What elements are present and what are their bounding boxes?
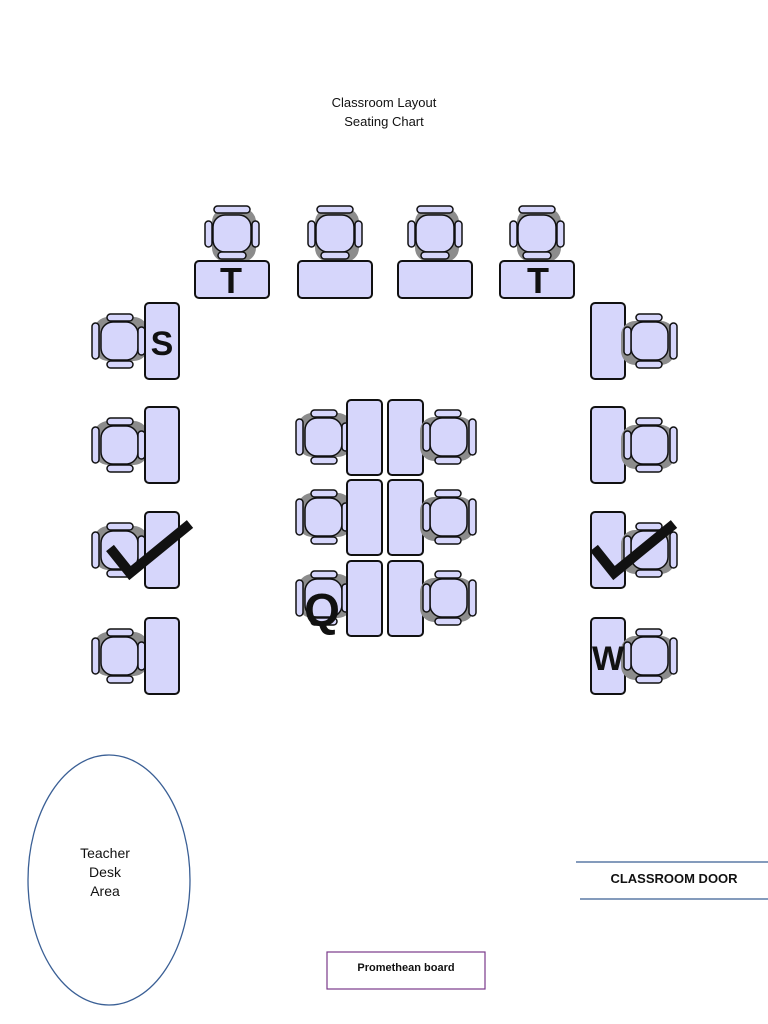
center-right-desk-3: [387, 560, 424, 637]
top-row-chair-1: [204, 205, 260, 262]
checkmark-left: [106, 520, 194, 581]
center-left-desk-1: [346, 399, 383, 476]
top-row-chair-4: [509, 205, 565, 262]
desk-label-top-right: T: [527, 260, 549, 301]
center-left-desk-3: [346, 560, 383, 637]
left-column-chair-1: [91, 313, 148, 369]
center-left-chair-2: [295, 489, 352, 545]
top-row-desk-2: [297, 260, 373, 299]
promethean-board: [326, 951, 486, 990]
center-left-chair-1: [295, 409, 352, 465]
left-column-desk-4: [144, 617, 180, 695]
right-column-chair-1: [621, 313, 678, 369]
center-right-desk-2: [387, 479, 424, 556]
left-column-desk-1: [144, 302, 180, 380]
left-column-desk-2: [144, 406, 180, 484]
center-left-desk-2: [346, 479, 383, 556]
teacher-label-line2: Desk: [89, 864, 121, 880]
chart-title: Classroom Layout: [331, 95, 437, 110]
checkmark-right: [590, 520, 678, 581]
top-row-chair-2: [307, 205, 363, 262]
center-right-chair-1: [420, 409, 477, 465]
right-column-desk-2: [590, 406, 626, 484]
left-column-chair-4: [91, 628, 148, 684]
teacher-label-line3: Area: [90, 883, 120, 899]
top-row-desk-1: [194, 260, 270, 299]
desk-label-right-w: W: [592, 640, 625, 678]
desk-label-left-first: S: [151, 325, 174, 363]
top-row-chair-3: [407, 205, 463, 262]
teacher-desk-area-label: Teacher Desk Area: [30, 844, 180, 901]
right-column-chair-4: [621, 628, 678, 684]
promethean-board-label: Promethean board: [357, 962, 455, 974]
desk-label-top-left: T: [220, 260, 242, 301]
center-right-chair-2: [420, 489, 477, 545]
desk-label-center-q: Q: [304, 584, 340, 636]
right-column-desk-1: [590, 302, 626, 380]
teacher-desk-area: [27, 754, 191, 1006]
teacher-label-line1: Teacher: [80, 845, 130, 861]
chart-subtitle: Seating Chart: [344, 114, 424, 129]
left-column-chair-2: [91, 417, 148, 473]
center-right-desk-1: [387, 399, 424, 476]
classroom-door-label: CLASSROOM DOOR: [610, 871, 738, 886]
top-row-desk-4: [499, 260, 575, 299]
top-row-desk-3: [397, 260, 473, 299]
right-column-chair-2: [621, 417, 678, 473]
center-left-chair-3: [295, 570, 352, 626]
center-right-chair-3: [420, 570, 477, 626]
